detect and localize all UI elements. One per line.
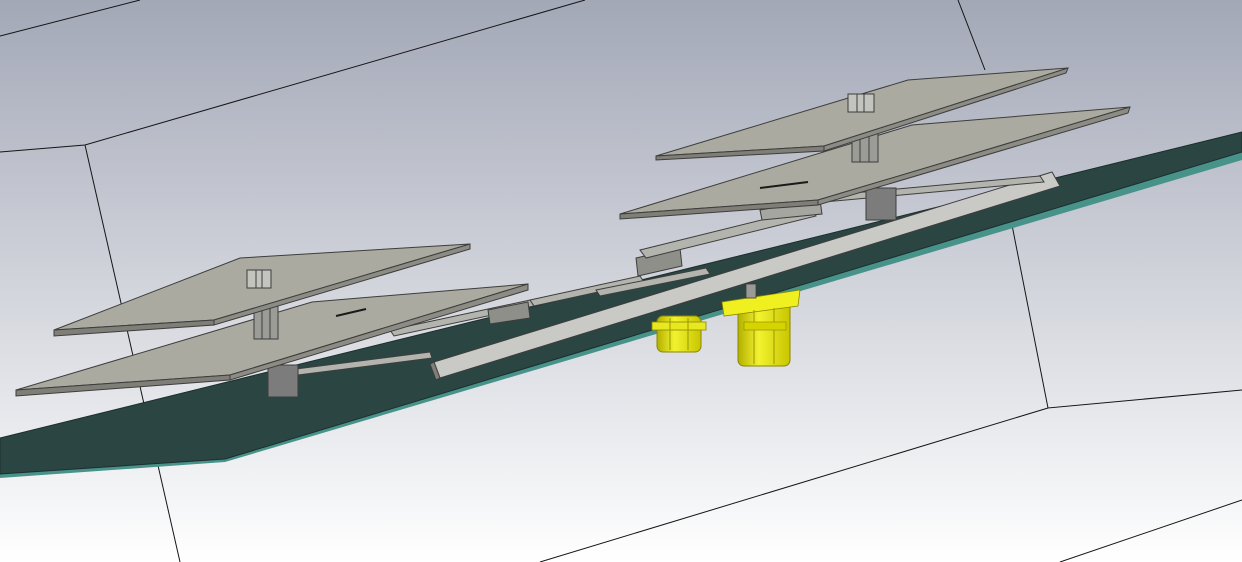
antenna-element-right[interactable]	[619, 67, 1131, 221]
antenna-element-left[interactable]	[15, 243, 529, 398]
stub-right	[847, 93, 875, 113]
sma-connector-left[interactable]	[651, 315, 707, 353]
feed-network[interactable]	[287, 171, 1061, 381]
sma-connector-right[interactable]	[721, 283, 801, 367]
stub-left	[246, 269, 272, 289]
post-left-lower	[267, 364, 299, 398]
post-right-lower	[865, 187, 897, 221]
